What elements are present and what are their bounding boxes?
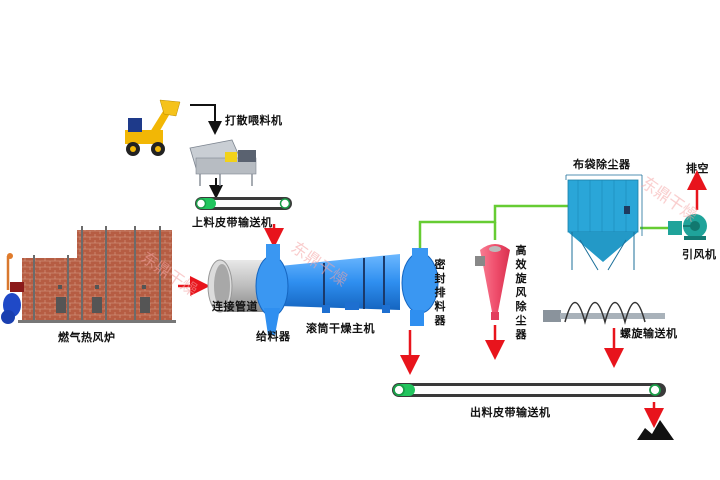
feeder-breaker-icon: [189, 139, 257, 186]
label-bag-filter: 布袋除尘器: [573, 158, 631, 171]
watermark-text-3: 东鼎干燥: [638, 173, 701, 225]
hot-air-furnace-icon: [1, 226, 176, 324]
wheel-loader-icon: [125, 99, 181, 156]
label-cyclone: 高效旋风除尘器: [515, 244, 527, 341]
label-hot-air-furnace: 燃气热风炉: [58, 331, 116, 344]
label-exhaust: 排空: [686, 162, 709, 175]
label-induced-fan: 引风机: [682, 248, 717, 261]
material-pile-icon: [637, 420, 674, 440]
discharge-belt-conveyor: [392, 383, 666, 397]
label-feeder: 给料器: [256, 330, 291, 343]
label-upper-belt: 上料皮带输送机: [192, 216, 273, 229]
label-screw-conveyor: 螺旋输送机: [620, 327, 678, 340]
cyclone-separator-icon: [475, 244, 510, 320]
screw-conveyor-icon: [543, 301, 665, 325]
label-discharge-belt: 出料皮带输送机: [470, 406, 551, 419]
loader-to-feeder-arrow: [190, 104, 222, 135]
connecting-pipe-icon: [207, 259, 268, 313]
label-dryer-main: 滚筒干燥主机: [306, 322, 375, 335]
upper-belt-conveyor: [195, 197, 292, 210]
bag-filter-icon: [565, 174, 643, 271]
label-sealed-discharger: 密封排料器: [434, 258, 446, 327]
rotary-dryer-icon: [255, 244, 439, 335]
label-feeder-breaker: 打散喂料机: [225, 114, 283, 127]
label-connecting-pipe: 连接管道: [212, 300, 258, 313]
induced-fan-icon: [668, 214, 707, 240]
